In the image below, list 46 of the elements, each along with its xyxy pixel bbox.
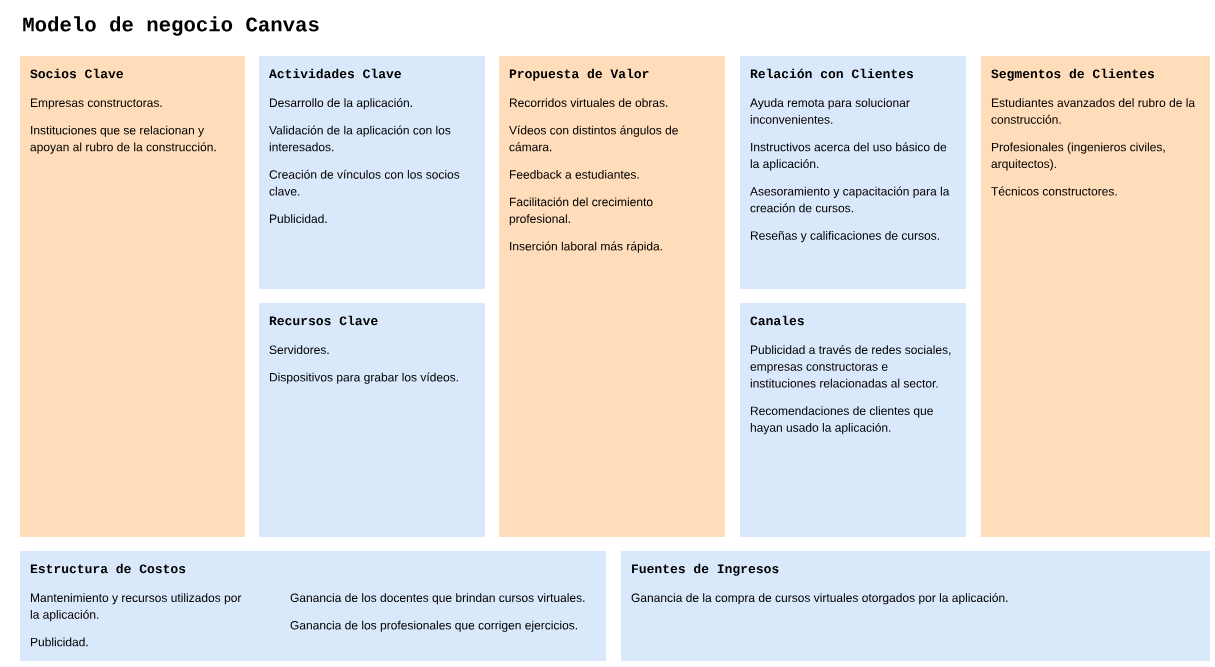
item-text: Asesoramiento y capacitación para la creación de cursos.	[750, 186, 950, 213]
item-text: Servidores.	[269, 345, 329, 354]
block-heading: Propuesta de Valor	[509, 68, 649, 81]
item-text: Inserción laboral más rápida.	[510, 241, 662, 253]
item-text: Ganancia de los docentes que brindan cursos virtuales.	[290, 593, 585, 605]
item-text: Creación de vínculos con los socios clave.	[269, 169, 460, 196]
item-text: Mantenimiento y recursos utilizados por la aplicación.	[30, 593, 242, 622]
canvas-block	[621, 551, 1210, 661]
item-text: Publicidad.	[270, 214, 327, 223]
block-heading: Estructura de Costos	[30, 563, 186, 574]
canvas-block	[981, 56, 1210, 537]
item-text: Publicidad.	[31, 637, 88, 647]
block-heading: Socios Clave	[30, 68, 123, 79]
item-text: Empresas constructoras.	[31, 98, 162, 110]
block-heading: Fuentes de Ingresos	[632, 563, 779, 576]
item-text: Ganancia de la compra de cursos virtuales otorgados por la aplicación.	[631, 593, 1008, 605]
canvas-block	[740, 56, 966, 289]
canvas-block	[259, 303, 485, 537]
page-title: Modelo de negocio Canvas	[23, 16, 319, 36]
item-text: Validación de la aplicación con los interesados.	[269, 125, 451, 152]
block-heading: Actividades Clave	[269, 68, 401, 79]
item-text: Ganancia de los profesionales que corrigen ejercicios.	[290, 620, 577, 632]
item-text: Facilitación del crecimiento profesional.	[509, 197, 653, 226]
block-heading: Relación con Clientes	[750, 68, 913, 79]
block-heading: Canales	[750, 315, 804, 326]
item-text: Dispositivos para grabar los vídeos.	[270, 372, 458, 384]
item-text: Instituciones que se relacionan y apoyan al rubro de la construcción.	[30, 125, 216, 154]
item-text: Vídeos con distintos ángulos de cámara.	[509, 125, 678, 152]
canvas-block	[20, 56, 245, 537]
item-text: Ayuda remota para solucionar inconvenientes.	[750, 98, 910, 124]
item-text: Publicidad a través de redes sociales, empresas constructoras e instituciones relacionadas al sector.	[750, 345, 951, 388]
block-heading: Segmentos de Clientes	[991, 68, 1154, 81]
item-text: Técnicos constructores.	[991, 186, 1117, 196]
canvas-block	[740, 303, 966, 537]
item-text: Estudiantes avanzados del rubro de la construcción.	[991, 98, 1196, 124]
item-text: Recorridos virtuales de obras.	[510, 98, 668, 107]
item-text: Recomendaciones de clientes que hayan usado la aplicación.	[750, 406, 933, 435]
item-text: Reseñas y calificaciones de cursos.	[751, 231, 939, 243]
item-text: Profesionales (ingenieros civiles, arquitectos).	[991, 142, 1165, 171]
canvas-block	[499, 56, 725, 537]
item-text: Desarrollo de la aplicación.	[270, 98, 412, 110]
canvas-block	[259, 56, 485, 289]
block-heading: Recursos Clave	[269, 315, 378, 326]
canvas-block	[20, 551, 606, 661]
item-text: Instructivos acerca del uso básico de la aplicación.	[750, 142, 947, 171]
item-text: Feedback a estudiantes.	[510, 169, 639, 179]
